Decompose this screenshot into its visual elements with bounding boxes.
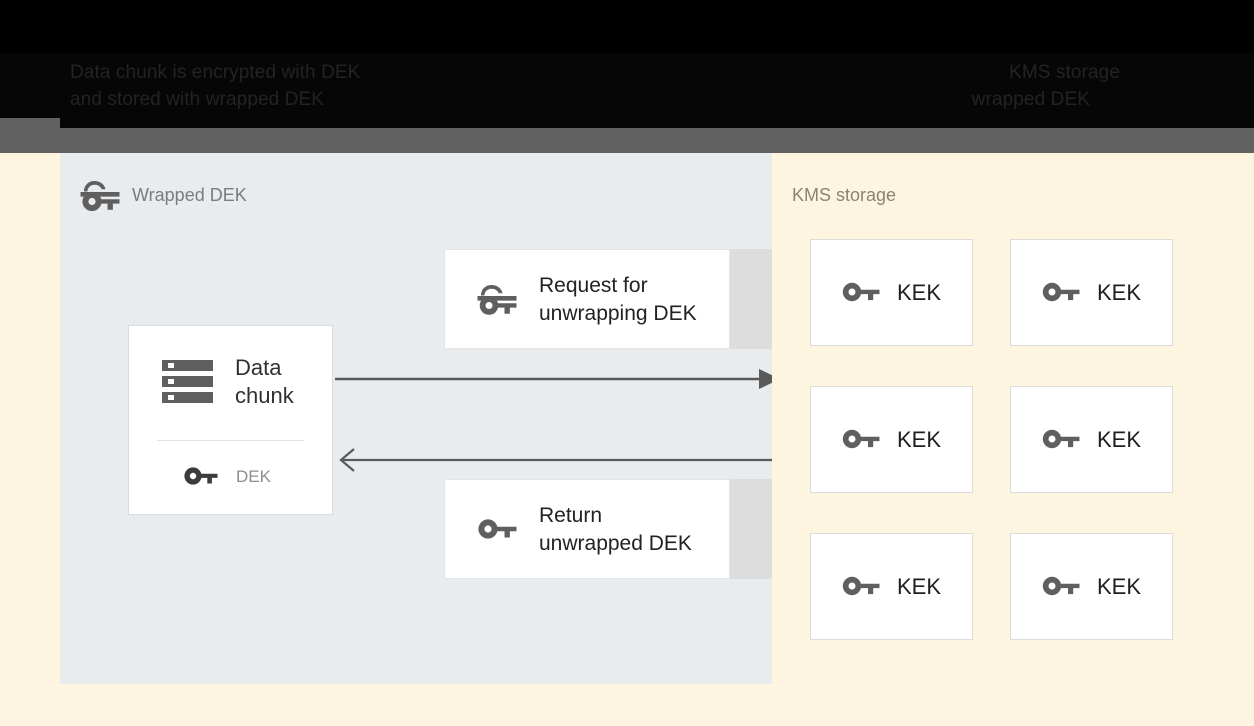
kek-label: KEK [896,279,942,305]
header-region: Data chunk is encrypted with DEK and sto… [0,0,1254,153]
key-icon [842,574,880,600]
request-card-label: Request for unwrapping DEK [539,274,697,325]
header-caption-right-line-2: wrapped DEK [971,89,1090,110]
wrapped-dek-panel-title: Wrapped DEK [132,185,247,205]
kek-card[interactable]: KEK [1010,386,1173,493]
request-card-inner: Request for unwrapping DEK [477,268,697,332]
kek-label: KEK [1096,426,1142,452]
kek-grid: KEK KEK KEK [810,239,1173,640]
kek-label: KEK [1096,279,1142,305]
key-icon [1042,427,1080,453]
kek-label: KEK [1096,573,1142,599]
header-caption-right-line-1: KMS storage [1009,62,1120,83]
data-chunk-divider [157,440,304,441]
header-caption-band: Data chunk is encrypted with DEK and sto… [0,53,1254,128]
header-black-band [0,0,1254,53]
key-icon [842,280,880,306]
kek-card[interactable]: KEK [1010,533,1173,640]
wrapped-key-icon [80,180,120,212]
request-card-body: Request for unwrapping DEK [444,249,730,349]
key-icon [1042,280,1080,306]
kms-storage-panel: KMS storage KEK KEK [772,153,1254,726]
kek-card[interactable]: KEK [810,239,973,346]
key-icon [842,427,880,453]
kek-label: KEK [896,426,942,452]
kek-card[interactable]: KEK [810,386,973,493]
arrow-request [335,369,780,389]
return-card-body: Return unwrapped DEK [444,479,730,579]
dek-label: DEK [236,467,271,486]
header-caption-line-1: Data chunk is encrypted with DEK [70,62,361,83]
key-icon [184,465,218,489]
data-chunk-label: Data chunk [235,355,294,408]
header-gray-band [0,128,1254,153]
header-gray-notch [0,118,60,128]
key-icon [477,516,517,544]
kek-label: KEK [896,573,942,599]
return-card-tail [730,479,772,579]
data-chunk-card[interactable]: Data chunk DEK [128,325,333,515]
data-chunk-row: Data chunk [160,354,294,410]
storage-icon [160,354,215,409]
request-card-tail [730,249,772,349]
kek-card[interactable]: KEK [810,533,973,640]
return-card-inner: Return unwrapped DEK [477,498,692,562]
return-card-label: Return unwrapped DEK [539,504,692,555]
wrapped-dek-panel: Wrapped DEK Data chunk [60,153,780,684]
arrow-return [339,448,780,472]
kms-storage-panel-title: KMS storage [792,185,897,205]
key-icon [1042,574,1080,600]
header-caption-left: Data chunk is encrypted with DEK and sto… [70,59,1190,113]
kek-card[interactable]: KEK [1010,239,1173,346]
header-caption-line-2: and stored with wrapped DEK [70,89,325,110]
wrapped-key-icon [477,283,517,317]
dek-row: DEK [184,465,271,489]
